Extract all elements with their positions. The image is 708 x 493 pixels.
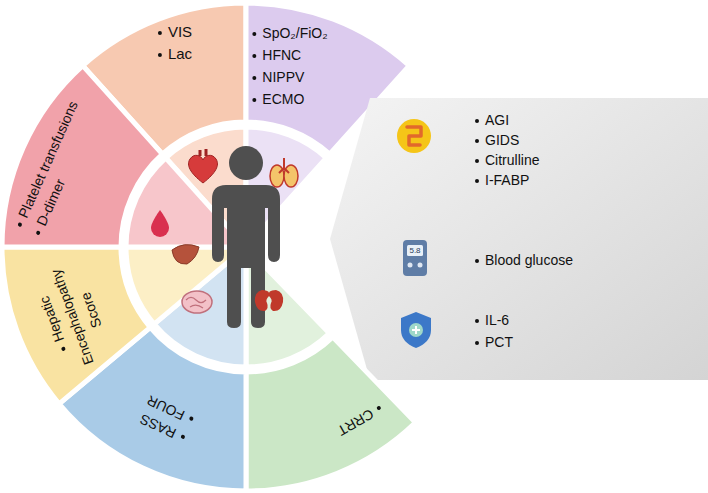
- lung-icon: [284, 165, 298, 187]
- node-outline: [246, 336, 417, 492]
- liver-icon: [172, 245, 199, 264]
- bullet-dot: [158, 53, 162, 57]
- brain-icon-folds: [186, 298, 206, 309]
- bullet-dot: [475, 259, 479, 263]
- heart-icon: [189, 155, 218, 183]
- bullet-dot: [475, 341, 479, 345]
- bullet-dot: [475, 179, 479, 183]
- metric-text: Citrulline: [485, 152, 539, 168]
- bullet-item: Citrulline: [475, 150, 539, 170]
- bullet-list: SpO₂/FiO₂ HFNC NIPPV ECMO: [252, 22, 327, 110]
- blood-drop-icon: [151, 210, 169, 237]
- node-outline: [2, 65, 164, 248]
- metric-text: IL-6: [485, 312, 509, 328]
- bullet-dot: [252, 32, 256, 36]
- bullet-dot: [475, 119, 479, 123]
- renal-sector: CRRT: [246, 336, 417, 492]
- metric-text: Lac: [168, 45, 192, 62]
- bullet-item: SpO₂/FiO₂: [252, 22, 327, 44]
- metric-text: PCT: [485, 334, 513, 350]
- metric-text: I-FABP: [485, 172, 529, 188]
- metric-text: AGI: [485, 112, 509, 128]
- bullet-item: AGI: [475, 110, 509, 130]
- metric-text: ECMO: [262, 91, 304, 107]
- ring-sector: [246, 337, 415, 491]
- bullet-item: VIS: [158, 21, 192, 43]
- bullet-dot: [61, 346, 66, 351]
- bullet-item: IL-6: [475, 310, 509, 330]
- bullet-list: VIS Lac: [158, 21, 192, 65]
- metric-text: SpO₂/FiO₂: [262, 25, 327, 41]
- bullet-item: HFNC: [252, 44, 327, 66]
- ring-sector: [2, 66, 162, 247]
- bullet-dot: [252, 54, 256, 58]
- bullet-dot: [475, 159, 479, 163]
- meter-reading: 5.8: [407, 245, 423, 256]
- metric-text: Blood glucose: [485, 252, 573, 268]
- trachea-icon: [279, 158, 289, 173]
- coagulation-sector: Platelet transfusionsD-dimer: [2, 65, 164, 248]
- lung-icon: [270, 165, 284, 187]
- bullet-dot: [252, 98, 256, 102]
- panel-chevron: [330, 98, 708, 380]
- bullet-item: GIDS: [475, 130, 519, 150]
- bullet-item: Lac: [158, 43, 192, 65]
- ring-sector: [2, 247, 150, 404]
- bullet-item: ECMO: [252, 88, 327, 110]
- brain-icon: [182, 291, 212, 313]
- heart-icon-vessels: [200, 149, 206, 156]
- bullet-dot: [158, 31, 162, 35]
- metric-text: GIDS: [485, 132, 519, 148]
- bullet-item: PCT: [475, 332, 513, 352]
- person-head: [229, 146, 263, 180]
- bullet-item: NIPPV: [252, 66, 327, 88]
- person-silhouette: [212, 185, 280, 328]
- hepatic-sector: Hepatic Encephalopathy Score: [2, 247, 152, 405]
- kidney-icon: [269, 290, 283, 311]
- metric-text: VIS: [168, 23, 192, 40]
- metric-text: HFNC: [262, 47, 301, 63]
- metric-text: NIPPV: [262, 69, 304, 85]
- bullet-dot: [475, 139, 479, 143]
- gut-metabolic-infection-panel: AGI GIDS CitrullineI-FABP Blood glucoseIL-6…: [325, 98, 708, 380]
- bullet-dot: [252, 76, 256, 80]
- bullet-dot: [475, 319, 479, 323]
- kidney-icon: [255, 290, 269, 311]
- bullet-item: Blood glucose: [475, 250, 573, 270]
- bullet-item: I-FABP: [475, 170, 529, 190]
